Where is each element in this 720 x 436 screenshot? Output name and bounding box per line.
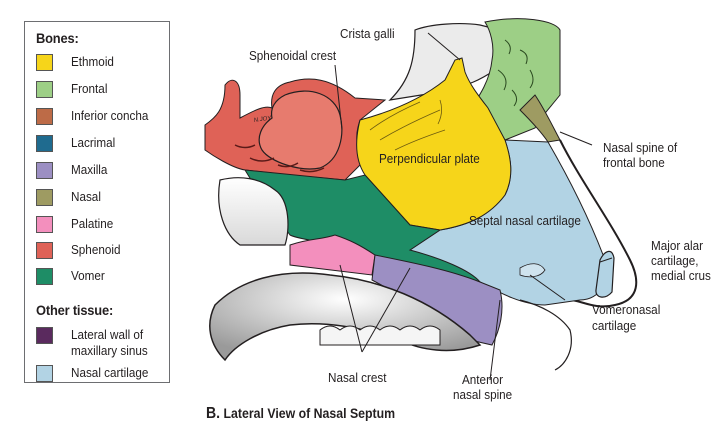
skull-base-region [218,177,289,246]
label-nasal-spine-frontal-line1: Nasal spine of [603,140,678,155]
legend-item-inferior-concha: Inferior concha [36,108,157,125]
swatch-ethmoid [36,54,53,71]
label-nasal-crest: Nasal crest [328,370,387,385]
nose-outline [559,139,638,308]
legend-item-lacrimal: Lacrimal [36,135,120,152]
legend-item-nasal: Nasal [36,189,104,206]
label-crista-galli: Crista galli [340,26,395,41]
label-perpendicular-plate: Perpendicular plate [379,151,480,166]
caption-letter: B. [206,405,221,422]
legend-item-palatine: Palatine [36,216,118,233]
swatch-inferior-concha [36,108,53,125]
swatch-frontal [36,81,53,98]
legend-bones-heading: Bones: [36,30,79,46]
legend-other-heading: Other tissue: [36,302,114,318]
label-sphenoidal-crest: Sphenoidal crest [249,48,337,63]
teeth [319,325,441,346]
label-anterior-nasal-spine-line1: Anterior [462,372,503,387]
swatch-lacrimal [36,135,53,152]
legend-item-frontal: Frontal [36,81,111,98]
label-nasal-spine-frontal-line2: frontal bone [603,155,665,170]
figure-caption: B. Lateral View of Nasal Septum [206,405,395,423]
legend-item-lateral-wall: Lateral wall of maxillary sinus [36,327,156,359]
legend-item-sphenoid: Sphenoid [36,242,126,259]
label-vomeronasal-line1: Vomeronasal [592,302,661,317]
label-major-alar-line3: medial crus [651,268,711,283]
major-alar-cartilage-region [595,250,615,298]
legend-item-maxilla: Maxilla [36,162,111,179]
legend: Bones: Ethmoid Frontal Inferior concha L… [24,21,170,383]
swatch-nasal-cartilage [36,365,53,382]
vomeronasal-cartilage-region [519,263,546,278]
swatch-lateral-wall [36,327,53,344]
swatch-vomer [36,268,53,285]
caption-title: Lateral View of Nasal Septum [223,405,396,421]
artist-signature: N.JOY [253,115,272,124]
leader-lines [334,32,613,381]
label-major-alar-line2: cartilage, [651,253,699,268]
swatch-sphenoid [36,242,53,259]
legend-item-ethmoid: Ethmoid [36,54,119,71]
swatch-maxilla [36,162,53,179]
label-major-alar-line1: Major alar [651,238,704,253]
swatch-palatine [36,216,53,233]
legend-item-vomer: Vomer [36,268,109,285]
legend-item-nasal-cartilage: Nasal cartilage [36,365,157,382]
skull-region [388,23,501,101]
label-vomeronasal-line2: cartilage [592,318,637,333]
label-anterior-nasal-spine-line2: nasal spine [453,387,513,402]
nostril-detail [519,299,572,371]
swatch-nasal [36,189,53,206]
label-septal-nasal-cartilage: Septal nasal cartilage [469,213,581,228]
